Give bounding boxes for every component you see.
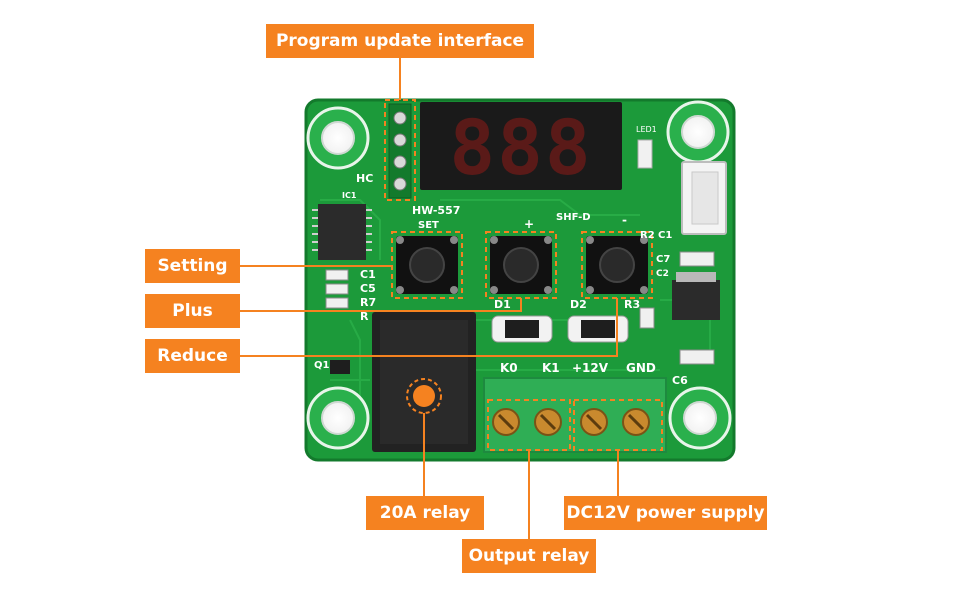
callout-reduce: Reduce (145, 339, 240, 373)
label-c6: C6 (672, 374, 688, 387)
status-led (637, 139, 653, 169)
button-reduce[interactable] (586, 236, 648, 294)
label-plus-sign: + (524, 217, 534, 231)
label-c5: C5 (360, 282, 376, 295)
highlight-program-header (384, 99, 416, 201)
label-d2: D2 (570, 298, 587, 311)
leader-plus (240, 298, 522, 312)
transistor-q1 (330, 360, 350, 374)
label-led: LED1 (636, 125, 657, 134)
label-r2: R2 (640, 230, 655, 241)
callout-setting: Setting (145, 249, 240, 283)
label-12v: +12V (572, 361, 609, 375)
label-ic1: IC1 (342, 191, 357, 200)
smd-components (325, 251, 715, 365)
mounting-holes (306, 100, 732, 450)
label-d1: D1 (494, 298, 511, 311)
label-shf: SHF-D (556, 212, 591, 223)
callout-20a-relay: 20A relay (366, 496, 484, 530)
seven-segment-display: 888 (420, 102, 622, 192)
voltage-regulator (672, 272, 720, 320)
leader-lines (240, 58, 619, 539)
ic-chip (312, 204, 372, 260)
label-gnd: GND (626, 361, 656, 375)
label-r: R (360, 310, 369, 323)
label-c7: C7 (656, 254, 670, 265)
label-hc: HC (356, 172, 373, 185)
callout-program-update-interface: Program update interface (266, 24, 534, 58)
label-set: SET (418, 220, 439, 231)
label-c2: C2 (656, 269, 669, 279)
label-r7: R7 (360, 296, 376, 309)
label-c1-right: C1 (658, 230, 672, 241)
label-k1: K1 (542, 361, 560, 375)
callout-plus: Plus (145, 294, 240, 328)
label-board-model: HW-557 (412, 204, 460, 217)
callout-output-relay: Output relay (462, 539, 596, 573)
label-k0: K0 (500, 361, 518, 375)
label-r3: R3 (624, 298, 640, 311)
sensor-connector (681, 161, 727, 235)
button-set[interactable] (396, 236, 458, 294)
button-plus[interactable] (490, 236, 552, 294)
label-q1: Q1 (314, 360, 330, 371)
leader-reduce (240, 298, 618, 357)
relay-marker (413, 385, 435, 407)
label-c1-left: C1 (360, 268, 376, 281)
callout-dc12v-power-supply: DC12V power supply (564, 496, 767, 530)
program-header (388, 103, 412, 199)
label-minus-sign: - (622, 213, 627, 227)
display-digits: 888 (449, 103, 592, 192)
